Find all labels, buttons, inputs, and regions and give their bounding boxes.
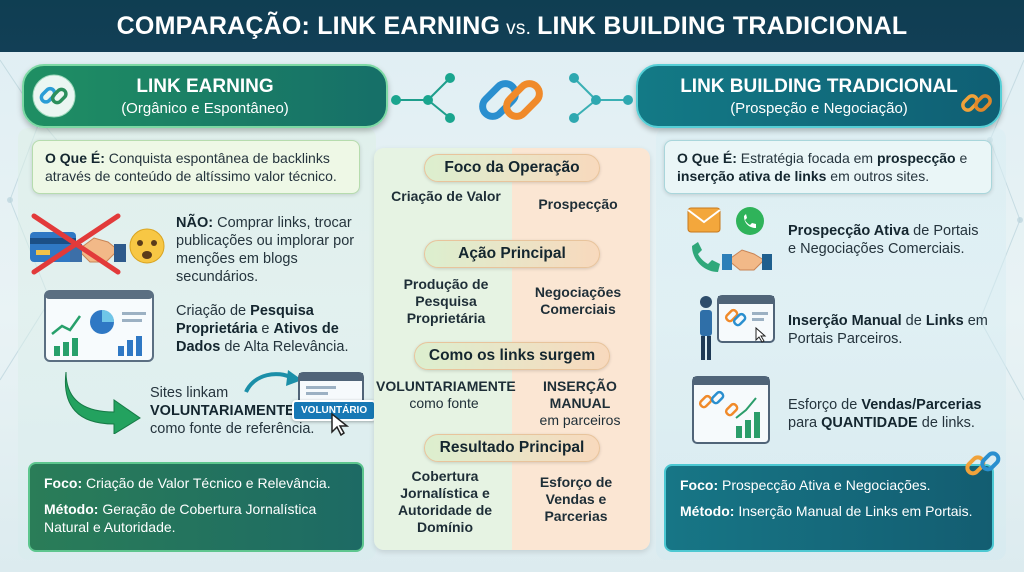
definition-text-1: Estratégia focada em bbox=[736, 150, 877, 166]
sites-line-2: VOLUNTARIAMENTE bbox=[150, 403, 295, 419]
definition-label: O Que É: bbox=[677, 150, 737, 166]
title-vs: vs. bbox=[506, 17, 532, 39]
focus-label: Foco: bbox=[680, 477, 719, 493]
focus-text: Criação de Valor Técnico e Relevância. bbox=[82, 475, 331, 491]
insert-text-1: Inserção Manual bbox=[788, 313, 902, 329]
definition-text-5: em outros sites. bbox=[826, 168, 930, 184]
cell-como-left-small: como fonte bbox=[409, 395, 479, 411]
focus-label: Foco: bbox=[44, 475, 83, 491]
phone-icon bbox=[692, 242, 720, 272]
link-earning-summary: Foco: Criação de Valor Técnico e Relevân… bbox=[28, 462, 364, 552]
worried-face-icon bbox=[129, 228, 165, 264]
no-buying-icons bbox=[30, 213, 165, 275]
no-statement: NÃO: Comprar links, trocar publicações o… bbox=[176, 214, 366, 286]
effort-text-4: QUANTIDADE bbox=[821, 415, 918, 431]
no-text: Comprar links, trocar publicações ou imp… bbox=[176, 215, 355, 285]
focus-text: Prospecção Ativa e Negociações. bbox=[718, 477, 931, 493]
insert-text-4: em Portais Parceiros. bbox=[788, 313, 988, 347]
title-left: COMPARAÇÃO: LINK EARNING bbox=[116, 11, 501, 40]
contact-icons bbox=[687, 207, 772, 272]
definition-text: Conquista espontânea de backlinks atravé… bbox=[45, 150, 337, 184]
chain-link-icon bbox=[961, 94, 992, 112]
chain-link-icon bbox=[32, 74, 76, 118]
research-text-2: Pesquisa Proprietária bbox=[176, 303, 314, 337]
research-text-5: de Alta Relevância. bbox=[220, 339, 349, 355]
cell-como-right-bold: INSERÇÃO MANUAL bbox=[543, 378, 617, 411]
definition-text-2: prospecção bbox=[876, 150, 956, 166]
prospect-statement: Prospecção Ativa de Portais e Negociaçõe… bbox=[788, 222, 988, 258]
definition-text-4: inserção ativa de links bbox=[677, 168, 827, 184]
central-chain-graphic bbox=[391, 73, 633, 123]
cell-foco-right: Prospecção bbox=[538, 196, 618, 212]
insert-statement: Inserção Manual de Links em Portais Parc… bbox=[788, 312, 988, 348]
section-header-foco: Foco da Operação bbox=[424, 154, 600, 182]
link-earning-subtitle: (Orgânico e Espontâneo) bbox=[121, 99, 289, 117]
section-header-acao: Ação Principal bbox=[424, 240, 600, 268]
link-earning-definition: O Que É: Conquista espontânea de backlin… bbox=[32, 140, 360, 194]
arrow-icon bbox=[64, 371, 141, 434]
effort-text-2: Vendas/Parcerias bbox=[861, 397, 982, 413]
insert-text-2: de bbox=[901, 313, 926, 329]
method-text: Geração de Cobertura Jornalística Natura… bbox=[44, 501, 317, 535]
link-building-subtitle: (Prospeção e Negociação) bbox=[730, 99, 908, 117]
cell-como-left-bold: VOLUNTARIAMENTE bbox=[376, 378, 516, 394]
link-building-definition: O Que É: Estratégia focada em prospecção… bbox=[664, 140, 992, 194]
research-statement: Criação de Pesquisa Proprietária e Ativo… bbox=[176, 302, 368, 356]
link-earning-title: LINK EARNING (Orgânico e Espontâneo) bbox=[22, 64, 388, 128]
link-building-summary: Foco: Prospecção Ativa e Negociações. Mé… bbox=[664, 464, 994, 552]
curved-arrow-icon bbox=[244, 370, 302, 393]
section-header-resultado: Resultado Principal bbox=[424, 434, 600, 462]
title-right: LINK BUILDING TRADICIONAL bbox=[537, 11, 908, 40]
prospect-text-2: de Portais e Negociações Comerciais. bbox=[788, 223, 979, 257]
definition-label: O Que É: bbox=[45, 150, 105, 166]
effort-text-3: para bbox=[788, 415, 822, 431]
link-earning-heading: LINK EARNING bbox=[136, 75, 274, 97]
cell-acao-right: Negociações Comerciais bbox=[534, 284, 622, 317]
no-label: NÃO: bbox=[176, 215, 214, 231]
whatsapp-icon bbox=[736, 207, 764, 235]
research-text-3: e bbox=[257, 321, 274, 337]
cell-acao-left: Produção de Pesquisa Proprietária bbox=[403, 276, 489, 326]
insert-text-3: Links bbox=[925, 313, 964, 329]
person-browser-icon bbox=[700, 295, 775, 360]
mail-icon bbox=[687, 207, 721, 233]
cell-resultado-right: Esforço de Vendas e Parcerias bbox=[539, 474, 613, 524]
research-text-4: Ativos de Dados bbox=[176, 321, 339, 355]
method-label: Método: bbox=[680, 503, 735, 519]
handshake-icon bbox=[722, 249, 772, 271]
definition-text-3: e bbox=[955, 150, 968, 166]
prospect-text-1: Prospecção Ativa bbox=[788, 223, 910, 239]
research-text-1: Criação de bbox=[176, 303, 251, 319]
cell-resultado-left: Cobertura Jornalística e Autoridade de D… bbox=[397, 468, 493, 535]
person-icon bbox=[700, 296, 712, 360]
browser-icon bbox=[717, 295, 775, 343]
cell-como-left: VOLUNTARIAMENTE como fonte bbox=[376, 378, 516, 412]
method-label: Método: bbox=[44, 501, 99, 517]
cell-foco-left: Criação de Valor bbox=[391, 188, 501, 204]
dashboard-icon bbox=[44, 290, 154, 362]
cell-como-right-small: em parceiros bbox=[539, 412, 621, 428]
effort-text-1: Esforço de bbox=[788, 397, 862, 413]
cursor-icon bbox=[331, 412, 350, 436]
sites-statement: Sites linkam VOLUNTARIAMENTE como fonte … bbox=[150, 384, 314, 438]
effort-statement: Esforço de Vendas/Parcerias para QUANTID… bbox=[788, 396, 992, 432]
growth-chart-icon bbox=[692, 376, 770, 444]
cell-como-right: INSERÇÃO MANUAL em parceiros bbox=[512, 378, 648, 429]
section-header-como: Como os links surgem bbox=[414, 342, 610, 370]
sites-line-3: como fonte de referência. bbox=[150, 421, 315, 437]
link-building-title: LINK BUILDING TRADICIONAL (Prospeção e N… bbox=[636, 64, 1002, 128]
effort-text-5: de links. bbox=[917, 415, 975, 431]
link-building-heading: LINK BUILDING TRADICIONAL bbox=[680, 75, 958, 97]
chain-link-icon bbox=[965, 451, 1001, 476]
method-text: Inserção Manual de Links em Portais. bbox=[734, 503, 973, 519]
sites-line-1: Sites linkam bbox=[150, 385, 229, 401]
